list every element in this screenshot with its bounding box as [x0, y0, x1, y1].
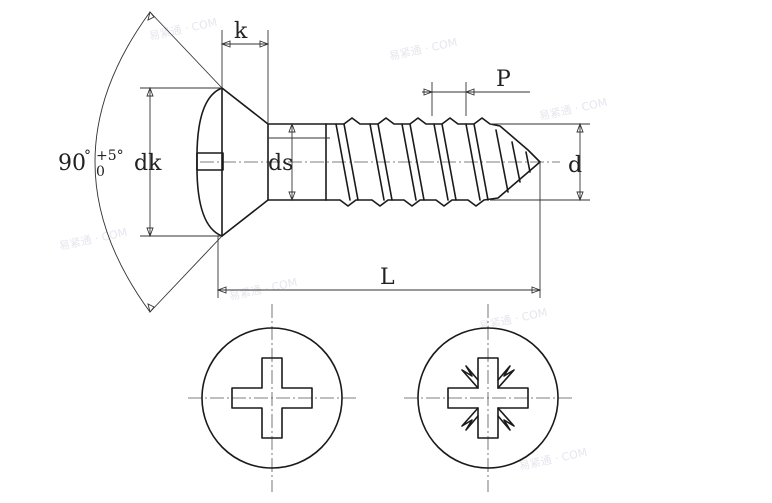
svg-text:0: 0: [96, 164, 105, 180]
d-label: d: [568, 153, 582, 178]
svg-text:易紧通 · COM: 易紧通 · COM: [228, 276, 299, 303]
head-slot: [196, 152, 224, 171]
countersink-bottom: [221, 199, 269, 237]
dk-label: dk: [134, 151, 162, 176]
screw-side-view: [196, 87, 560, 237]
svg-text:易紧通 · COM: 易紧通 · COM: [58, 226, 129, 253]
head-circle-right: [417, 327, 559, 469]
svg-text:易紧通 · COM: 易紧通 · COM: [148, 16, 219, 43]
p-label: P: [496, 67, 511, 92]
dimensions: k P dk ds d L 90: [58, 11, 590, 313]
svg-text:90: 90: [58, 151, 86, 176]
thread-top: [325, 117, 541, 163]
end-view-pozidriv: [188, 304, 356, 492]
svg-text:+5°: +5°: [96, 148, 124, 164]
pozi-ticks: [461, 365, 515, 431]
ds-label: ds: [268, 151, 293, 176]
l-label: L: [380, 265, 395, 290]
angle-label: 90 ° +5° 0: [58, 148, 124, 180]
svg-text:易紧通 · COM: 易紧通 · COM: [478, 306, 549, 333]
k-label: k: [234, 19, 248, 44]
svg-text:°: °: [84, 148, 91, 164]
svg-text:易紧通 · COM: 易紧通 · COM: [518, 446, 589, 473]
thread-crests: [335, 123, 531, 201]
head-circle-left: [201, 327, 343, 469]
svg-text:易紧通 · COM: 易紧通 · COM: [538, 96, 609, 123]
watermark-layer: 易紧通 · COM 易紧通 · COM 易紧通 · COM 易紧通 · COM …: [58, 16, 609, 473]
cross-recess-icon: [231, 357, 313, 439]
countersink-top: [221, 87, 269, 125]
end-view-phillips: [404, 304, 572, 492]
svg-text:易紧通 · COM: 易紧通 · COM: [388, 36, 459, 63]
angle-arc: [94, 11, 151, 313]
